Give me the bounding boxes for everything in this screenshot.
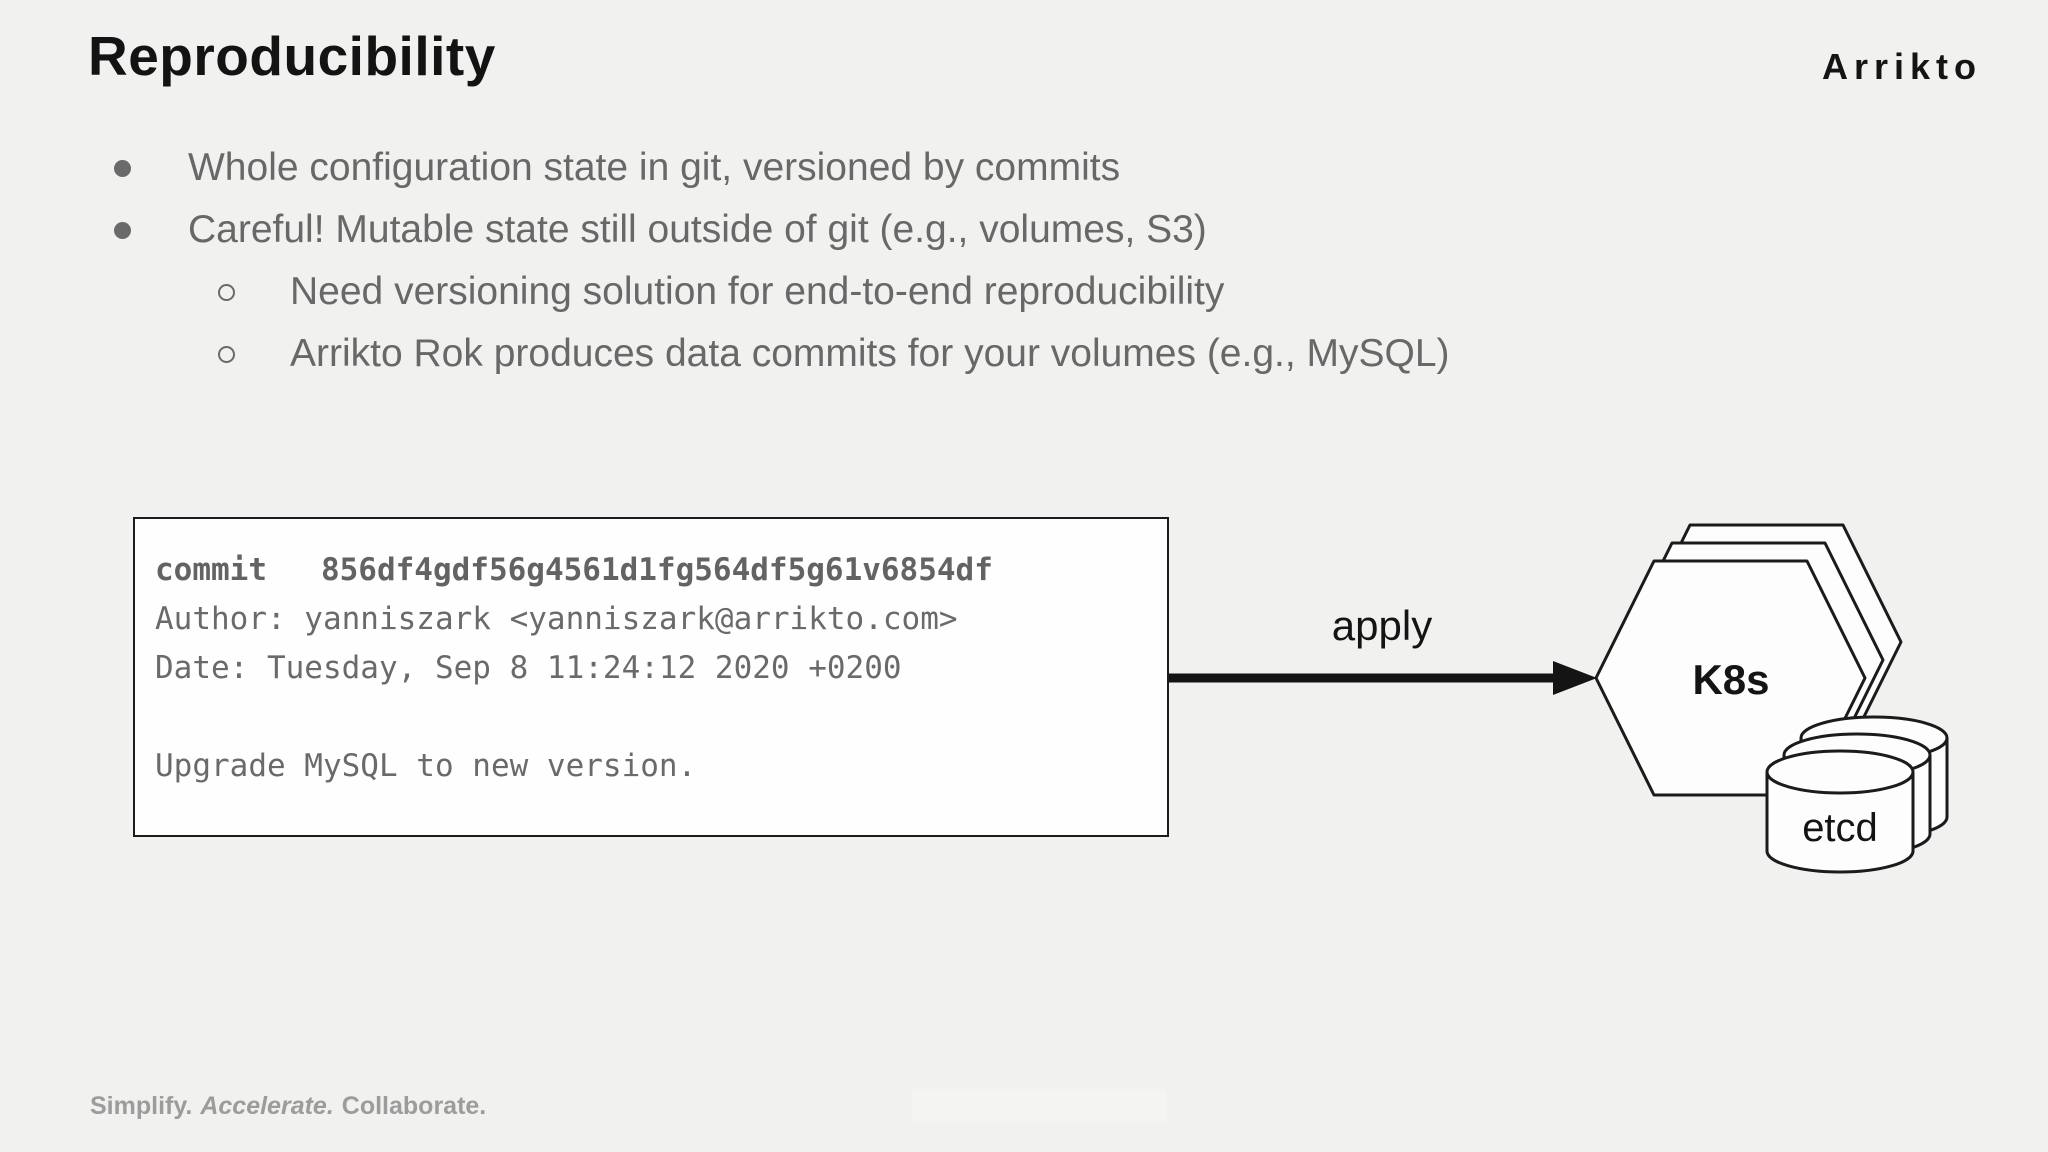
- sub-bullet-item: Arrikto Rok produces data commits for yo…: [96, 323, 1450, 385]
- faint-watermark: [912, 1089, 1167, 1121]
- bullet-dot-icon: [114, 221, 131, 239]
- footer-part-simplify: Simplify.: [90, 1092, 193, 1120]
- bullet-dot-icon: [114, 159, 131, 177]
- commit-blank-line: [155, 693, 1147, 742]
- commit-message: Upgrade MySQL to new version.: [155, 748, 697, 784]
- bullet-circle-icon: [218, 345, 235, 363]
- footer-part-accelerate: Accelerate.: [200, 1092, 334, 1120]
- commit-author-line: Author: yanniszark <yanniszark@arrikto.c…: [155, 601, 958, 637]
- bullet-item: Careful! Mutable state still outside of …: [96, 199, 1450, 261]
- bullet-circle-icon: [218, 283, 235, 301]
- apply-arrow: [1169, 661, 1597, 695]
- apply-arrow-label: apply: [1332, 602, 1432, 649]
- sub-bullet-text: Arrikto Rok produces data commits for yo…: [290, 332, 1450, 375]
- sub-bullet-item: Need versioning solution for end-to-end …: [96, 261, 1450, 323]
- footer-tagline: Simplify.Accelerate.Collaborate.: [90, 1092, 486, 1121]
- bullet-item: Whole configuration state in git, versio…: [96, 137, 1450, 199]
- k8s-label: K8s: [1692, 656, 1769, 703]
- bullet-text: Whole configuration state in git, versio…: [188, 146, 1121, 189]
- commit-date-line: Date: Tuesday, Sep 8 11:24:12 2020 +0200: [155, 650, 902, 686]
- sub-bullet-text: Need versioning solution for end-to-end …: [290, 270, 1225, 313]
- bullet-text: Careful! Mutable state still outside of …: [188, 208, 1207, 251]
- commit-hash-line: commit 856df4gdf56g4561d1fg564df5g61v6854…: [155, 546, 1147, 595]
- arrikto-logo: Arrikto: [1821, 46, 1982, 87]
- etcd-cylinder-stack-icon: [1765, 715, 1949, 874]
- k8s-hexagon-stack-icon: [1594, 523, 1903, 797]
- commit-hash: 856df4gdf56g4561d1fg564df5g61v6854df: [320, 552, 993, 588]
- commit-label: commit: [155, 552, 267, 588]
- page-title: Reproducibility: [88, 25, 496, 87]
- etcd-label: etcd: [1802, 806, 1878, 850]
- footer-part-collaborate: Collaborate.: [341, 1092, 487, 1120]
- apply-diagram: apply K8s etcd: [1169, 523, 1949, 874]
- bullet-list: Whole configuration state in git, versio…: [96, 137, 1450, 385]
- git-commit-card: commit 856df4gdf56g4561d1fg564df5g61v6854…: [133, 517, 1169, 837]
